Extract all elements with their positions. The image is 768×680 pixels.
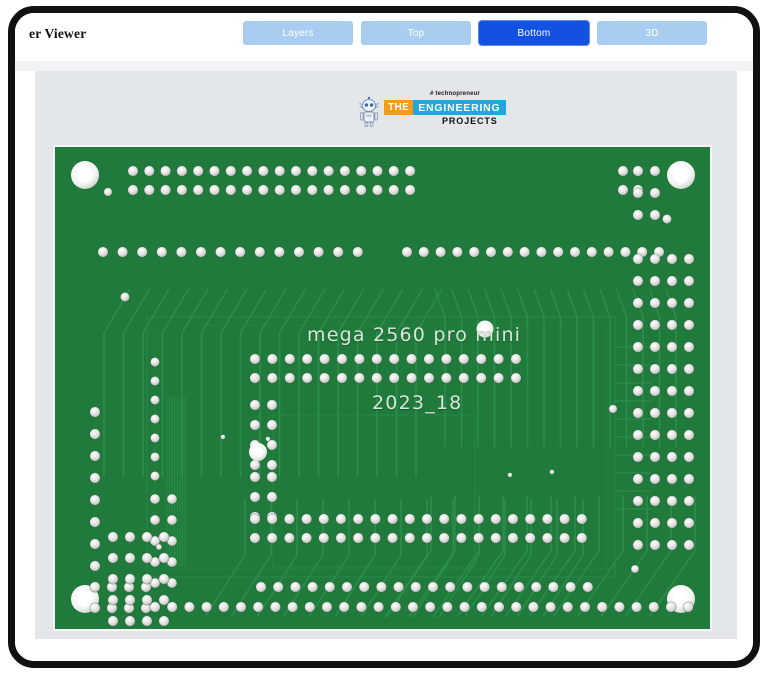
tab-bottom[interactable]: Bottom (479, 21, 589, 45)
tab-top[interactable]: Top (361, 21, 471, 45)
gerber-viewer-canvas[interactable]: # technopreneur THE ENGINEERING PROJECTS… (35, 71, 737, 639)
brand-wordmark: THE ENGINEERING (384, 100, 506, 115)
tab-layers[interactable]: Layers (243, 21, 353, 45)
silkscreen-part-name: mega 2560 pro mini (307, 324, 522, 346)
device-frame: er Viewer Layers Top Bottom 3D (8, 6, 760, 668)
brand-projects: PROJECTS (442, 116, 498, 126)
brand-tagline: # technopreneur (430, 91, 481, 97)
app-window: er Viewer Layers Top Bottom 3D (15, 13, 753, 661)
brand-the: THE (384, 100, 414, 115)
brand-engineering: ENGINEERING (413, 100, 506, 115)
brand-logo: # technopreneur THE ENGINEERING PROJECTS (356, 91, 506, 129)
header-divider (15, 61, 753, 71)
tab-3d[interactable]: 3D (597, 21, 707, 45)
pcb-copper-traces (103, 288, 696, 618)
page-title: er Viewer (29, 26, 87, 41)
layer-tab-group: Layers Top Bottom 3D (243, 21, 707, 45)
pcb-board[interactable]: mega 2560 pro mini 2023_18 (55, 147, 710, 629)
silkscreen-revision-code: 2023_18 (372, 392, 463, 414)
pcb-pads-and-holes (71, 161, 695, 627)
robot-icon (359, 97, 379, 127)
app-header: er Viewer Layers Top Bottom 3D (15, 13, 753, 61)
